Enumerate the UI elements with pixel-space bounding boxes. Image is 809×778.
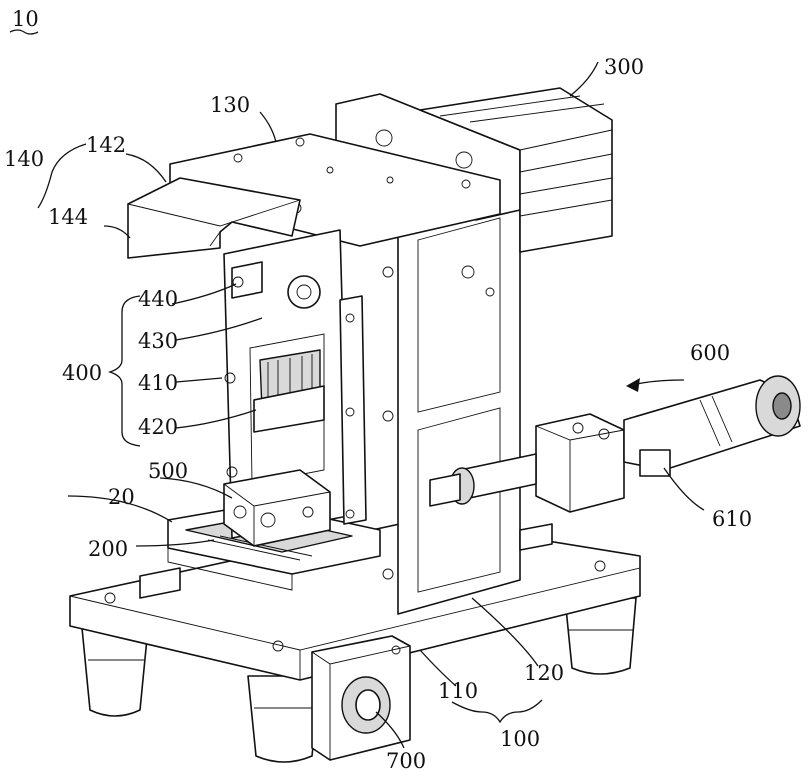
- vertical-frame: [383, 200, 520, 614]
- brace-140: [38, 144, 86, 208]
- label-420: 420: [138, 415, 178, 439]
- label-300: 300: [604, 55, 644, 79]
- label-140: 140: [4, 147, 44, 171]
- label-200: 200: [88, 537, 128, 561]
- label-700: 700: [386, 749, 426, 773]
- leader-142: [126, 154, 166, 182]
- leader-144: [104, 226, 130, 238]
- label-142: 142: [86, 133, 126, 157]
- label-144: 144: [48, 205, 88, 229]
- sensor-bracket: [312, 636, 410, 760]
- label-400: 400: [62, 361, 102, 385]
- label-20: 20: [108, 485, 135, 509]
- label-110: 110: [438, 679, 478, 703]
- figure-number: 10: [10, 7, 39, 34]
- leader-300: [570, 62, 598, 96]
- drawing-body: [70, 88, 800, 762]
- label-610: 610: [712, 507, 752, 531]
- label-500: 500: [148, 459, 188, 483]
- brace-100: [452, 700, 542, 722]
- label-100: 100: [500, 727, 540, 751]
- figure-number-text: 10: [12, 7, 39, 31]
- brace-400: [110, 296, 140, 446]
- arrow-600-head: [626, 378, 640, 392]
- label-130: 130: [210, 93, 250, 117]
- label-600: 600: [690, 341, 730, 365]
- label-440: 440: [138, 287, 178, 311]
- label-410: 410: [138, 371, 178, 395]
- label-120: 120: [524, 661, 564, 685]
- label-430: 430: [138, 329, 178, 353]
- leader-410: [176, 378, 222, 382]
- leader-130: [260, 112, 276, 142]
